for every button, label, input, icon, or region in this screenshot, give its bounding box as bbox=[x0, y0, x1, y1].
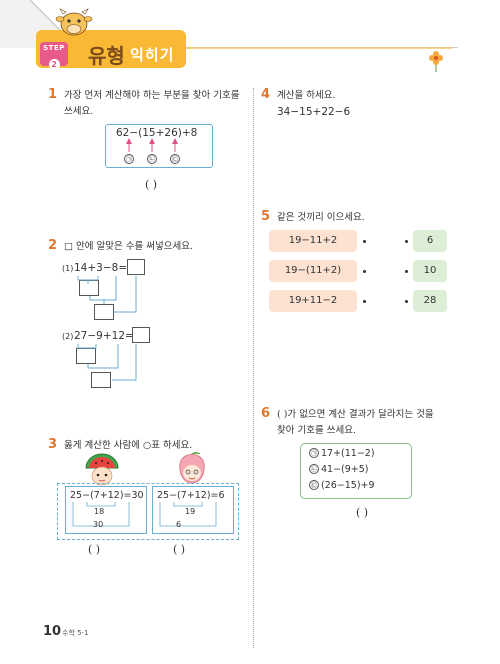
q5-right-item-1: 6 bbox=[413, 230, 447, 252]
question-3-left-expression: 25−(7+12)=30 bbox=[70, 490, 144, 501]
option-1-mark: ㉠ bbox=[309, 448, 319, 458]
question-6-number: 6 bbox=[261, 406, 271, 421]
part-2-label: (2) bbox=[62, 332, 74, 341]
question-1-arrows bbox=[126, 138, 178, 152]
question-3-right-card bbox=[152, 486, 234, 534]
question-3-left-lines bbox=[72, 502, 130, 527]
marker-1: ㉠ bbox=[124, 154, 134, 164]
question-5-text: 같은 것끼리 이으세요. bbox=[277, 212, 365, 223]
part-1-answer-box[interactable] bbox=[127, 259, 145, 275]
q5-left-dot-1[interactable] bbox=[363, 240, 366, 243]
q5-left-item-2: 19−(11+2) bbox=[269, 260, 357, 282]
question-2-number: 2 bbox=[48, 238, 58, 253]
question-4-number: 4 bbox=[261, 87, 271, 102]
question-1-expression: 62−(15+26)+8 bbox=[116, 127, 198, 139]
step-number: 2 bbox=[48, 59, 60, 70]
question-1-expression-box bbox=[105, 124, 213, 168]
option-2-expression: 41−(9+5) bbox=[321, 464, 369, 475]
question-2-text: □ 안에 알맞은 수를 써넣으세요. bbox=[64, 241, 193, 252]
question-5-number: 5 bbox=[261, 209, 271, 224]
page-number: 10 bbox=[43, 624, 62, 639]
part-2-expression: 27−9+12= bbox=[74, 330, 134, 342]
question-3-right-outer-value: 6 bbox=[176, 520, 182, 529]
option-2-mark: ㉡ bbox=[309, 464, 319, 474]
question-3-left-inner-value: 18 bbox=[94, 507, 105, 516]
marker-2: ㉡ bbox=[147, 154, 157, 164]
option-3-mark: ㉢ bbox=[309, 480, 319, 490]
question-1-text-line2: 쓰세요. bbox=[64, 106, 94, 117]
q5-right-item-2: 10 bbox=[413, 260, 447, 282]
footer-label: 수학 5-1 bbox=[62, 629, 89, 637]
step-label: STEP bbox=[43, 44, 65, 52]
watermelon-character-icon bbox=[85, 453, 119, 486]
step-badge: STEP 2 bbox=[40, 42, 68, 70]
part-2-connector-lines bbox=[77, 344, 137, 381]
q5-left-dot-2[interactable] bbox=[363, 270, 366, 273]
question-6-text-line1: ( )가 없으면 계산 결과가 달라지는 것을 bbox=[277, 409, 434, 420]
q5-right-dot-1[interactable] bbox=[405, 240, 408, 243]
q5-left-item-3: 19+11−2 bbox=[269, 290, 357, 312]
question-4-text: 계산을 하세요. bbox=[277, 90, 336, 101]
question-3-left-answer[interactable]: ( ) bbox=[88, 543, 101, 556]
q5-left-item-1: 19−11+2 bbox=[269, 230, 357, 252]
part-2-answer-box[interactable] bbox=[132, 327, 150, 343]
question-3-left-outer-value: 30 bbox=[93, 520, 104, 529]
header-banner bbox=[0, 0, 458, 72]
part-2-step-box-2[interactable] bbox=[91, 372, 111, 388]
question-3-number: 3 bbox=[48, 437, 58, 452]
option-3-expression: (26−15)+9 bbox=[321, 480, 375, 491]
page-subtitle: 익히기 bbox=[130, 46, 175, 64]
question-3-right-answer[interactable]: ( ) bbox=[173, 543, 186, 556]
question-1-text-line1: 가장 먼저 계산해야 하는 부분을 찾아 기호를 bbox=[64, 90, 240, 101]
question-3-text: 옳게 계산한 사람에 ○표 하세요. bbox=[64, 440, 193, 451]
marker-3: ㉢ bbox=[170, 154, 180, 164]
cow-mascot-icon bbox=[55, 8, 93, 36]
q5-right-item-3: 28 bbox=[413, 290, 447, 312]
q5-left-dot-3[interactable] bbox=[363, 300, 366, 303]
q5-right-dot-2[interactable] bbox=[405, 270, 408, 273]
part-1-label: (1) bbox=[62, 264, 74, 273]
flower-icon bbox=[429, 51, 443, 72]
option-3: ㉢(26−15)+9 bbox=[309, 480, 375, 491]
part-1-connector-lines bbox=[77, 276, 137, 313]
question-3-right-expression: 25−(7+12)=6 bbox=[157, 490, 225, 501]
question-6-answer[interactable]: ( ) bbox=[356, 506, 369, 519]
question-1-number: 1 bbox=[48, 87, 58, 102]
column-divider bbox=[253, 88, 254, 648]
question-3-outer-box bbox=[57, 483, 239, 540]
question-6-text-line2: 찾아 기호를 쓰세요. bbox=[277, 425, 356, 436]
part-1-step-box-2[interactable] bbox=[94, 304, 114, 320]
question-3-right-lines bbox=[159, 502, 217, 527]
question-4-expression: 34−15+22−6 bbox=[277, 106, 351, 118]
option-1-expression: 17+(11−2) bbox=[321, 448, 375, 459]
question-3-right-inner-value: 19 bbox=[185, 507, 196, 516]
part-1-expression: 14+3−8= bbox=[74, 262, 128, 274]
question-1-answer[interactable]: ( ) bbox=[145, 178, 158, 191]
q5-right-dot-3[interactable] bbox=[405, 300, 408, 303]
page-title: 유형 bbox=[88, 44, 125, 68]
question-3-left-card bbox=[65, 486, 147, 534]
peach-character-icon bbox=[179, 452, 205, 484]
